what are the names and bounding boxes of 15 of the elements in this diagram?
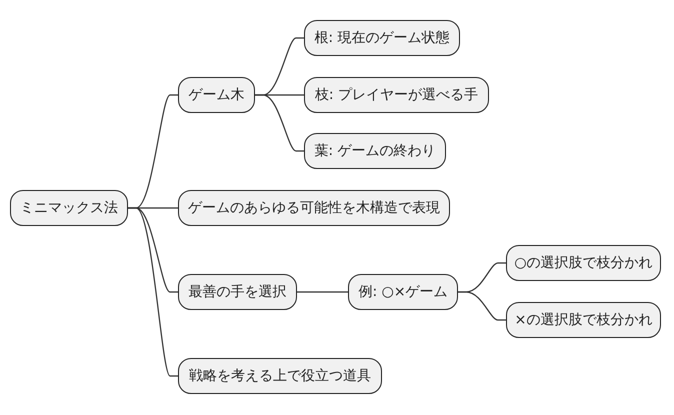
topic-box: 最善の手を選択	[178, 274, 297, 310]
topic-box: 枝: プレイヤーが選べる手	[304, 77, 489, 113]
connector-line	[255, 94, 304, 152]
topic-box: ミニマックス法	[10, 190, 128, 226]
topic-box: ゲーム木	[178, 77, 255, 113]
connector-line	[297, 291, 348, 293]
connector-line	[458, 291, 506, 321]
topic-box: 戦略を考える上で役立つ道具	[178, 358, 382, 394]
topic-box: 根: 現在のゲーム状態	[304, 20, 460, 56]
topic-box: ゲームのあらゆる可能性を木構造で表現	[178, 190, 450, 226]
connector-line	[128, 207, 178, 377]
topic-box: 葉: ゲームの終わり	[304, 133, 446, 169]
topic-box: ○の選択肢で枝分かれ	[506, 245, 661, 281]
topic-box: 例: ○×ゲーム	[348, 274, 458, 310]
topic-box: ×の選択肢で枝分かれ	[506, 302, 661, 338]
